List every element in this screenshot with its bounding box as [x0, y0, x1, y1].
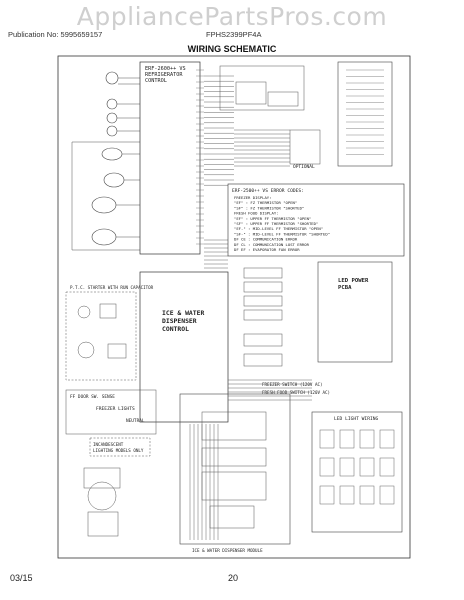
error-code-line: "SF" : UPPER FF THERMISTOR "SHORTED" [234, 221, 318, 226]
error-code-line: "SF-" : MID-LEVEL FF THERMISTOR "SHORTED… [234, 231, 330, 236]
damper-motor-symbol [105, 71, 119, 85]
fan-symbol-2 [106, 112, 118, 124]
error-code-line: FREEZER DISPLAY: [234, 195, 271, 200]
refrigerator-control-box [139, 61, 201, 255]
compressor-symbol [91, 196, 117, 214]
ptc-starter-label: P.T.C. STARTER WITH RUN CAPACITOR [70, 285, 154, 290]
error-code-line: "SF" : FZ THERMISTOR "SHORTED" [234, 205, 304, 210]
ice-water-control-box [139, 271, 229, 423]
cond-fan-symbol [103, 172, 125, 188]
optional-label: OPTIONAL [293, 164, 315, 170]
ice-water-control-label: ICE & WATER DISPENSER CONTROL [162, 309, 208, 333]
evap-fan-symbol [101, 147, 123, 161]
publication-number: Publication No: 5995659157 [8, 30, 103, 39]
freezer-lights-label: FREEZER LIGHTS [96, 406, 135, 412]
error-code-line: DF CE : COMMUNICATION ERROR [234, 237, 298, 242]
page-title: WIRING SCHEMATIC [187, 44, 277, 54]
dispenser-module-label: ICE & WATER DISPENSER MODULE [192, 548, 263, 553]
led-light-wiring-label: LED LIGHT WIRING [334, 416, 378, 422]
error-code-line: FRESH FOOD DISPLAY: [234, 211, 279, 216]
error-codes-title: ERF-2500++ VS ERROR CODES: [232, 188, 304, 194]
led-light-wiring-box [311, 411, 403, 533]
dispenser-module-box [179, 393, 291, 545]
led-power-board-top [219, 65, 305, 111]
model-number: FPHS2399PF4A [206, 30, 262, 39]
ff-door-sense-box [65, 389, 157, 435]
error-code-line: DF EF : EVAPORATOR FAN ERROR [234, 247, 300, 252]
neutral-label: NEUTRAL [126, 418, 145, 424]
fan-symbol-3 [106, 125, 118, 137]
error-code-line: "EF" : FZ THERMISTOR "OPEN" [234, 200, 297, 205]
error-code-line: DF CL : COMMUNICATION LOST ERROR [234, 242, 310, 247]
fresh-food-switch-label: FRESH FOOD SWITCH (120V AC) [262, 390, 330, 395]
freezer-switch-label: FREEZER SWITCH (120V AC) [262, 382, 323, 387]
optional-box [289, 129, 321, 165]
compressor-symbol-2 [91, 228, 117, 246]
ptc-starter-box [65, 291, 137, 381]
error-codes-box [227, 183, 405, 257]
schematic-frame [57, 55, 411, 559]
error-code-line: "EF" : UPPER FF THERMISTOR "OPEN" [234, 216, 311, 221]
right-side-board [337, 61, 393, 167]
footer-date: 03/15 [10, 573, 33, 583]
ff-door-title: FF DOOR SW. SENSE [70, 394, 115, 400]
led-power-pcba-box [317, 261, 393, 363]
fan-symbol-1 [106, 98, 118, 110]
error-code-line: "EF-" : MID-LEVEL FF THERMISTOR "OPEN" [234, 226, 323, 231]
watermark: AppliancePartsPros.com [76, 2, 388, 31]
footer-page-number: 20 [228, 573, 239, 583]
